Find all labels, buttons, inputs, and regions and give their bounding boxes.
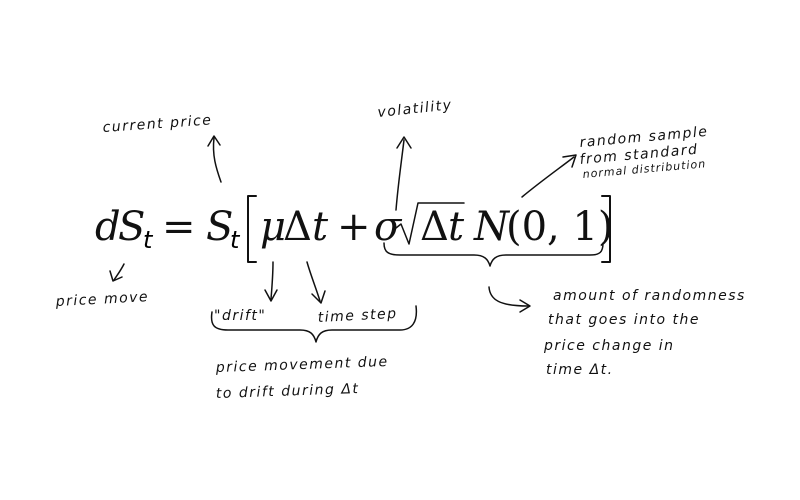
eq-n: N	[473, 204, 511, 250]
eq-delta-2: Δ	[420, 204, 449, 250]
arrow-random-sample	[521, 156, 575, 198]
eq-args: (0, 1)	[506, 204, 614, 250]
underbrace-random-term	[383, 242, 604, 267]
arrow-price-move	[113, 263, 125, 281]
equation: d S t = S t μ Δ t + σ Δ t N (0, 1)	[95, 195, 614, 263]
arrowhead-randomness	[519, 299, 531, 313]
label-randomness-line1: amount of randomness	[553, 288, 746, 304]
label-current-price: current price	[102, 112, 213, 136]
eq-subscript-t-right: t	[230, 226, 241, 254]
square-root-sign	[395, 202, 465, 245]
arrow-drift	[270, 261, 274, 300]
arrowhead-random-sample	[562, 154, 577, 168]
arrow-randomness	[488, 286, 529, 307]
label-time-step: time step	[317, 306, 398, 326]
left-bracket	[247, 195, 257, 263]
eq-d: d	[95, 204, 121, 250]
label-volatility: volatility	[377, 97, 454, 121]
label-randomness-line3: price change in	[543, 338, 675, 354]
arrowhead-time-step	[311, 290, 326, 304]
eq-t-2: t	[448, 204, 465, 250]
eq-s-left: S	[118, 204, 145, 250]
label-drift: "drift"	[214, 308, 266, 324]
arrowhead-drift	[264, 289, 278, 302]
label-price-move: price move	[54, 289, 149, 310]
label-randomness-line4: time Δt.	[546, 362, 614, 378]
arrow-volatility	[395, 139, 405, 211]
label-randomness-line2: that goes into the	[548, 312, 700, 328]
underbrace-drift	[210, 305, 418, 343]
right-bracket	[601, 195, 611, 263]
arrow-current-price	[212, 137, 222, 183]
eq-subscript-t-left: t	[143, 226, 154, 254]
label-drift-desc-line2: to drift during Δt	[216, 381, 360, 402]
eq-s-right: S	[206, 204, 233, 250]
eq-delta-1: Δ	[283, 204, 312, 250]
arrow-time-step	[306, 261, 321, 302]
eq-t-1: t	[312, 204, 329, 250]
eq-sigma: σ	[374, 204, 403, 250]
arrowhead-volatility	[396, 136, 412, 149]
arrowhead-price-move	[109, 270, 123, 282]
eq-equals: =	[162, 204, 196, 250]
annotation-strokes	[109, 135, 604, 343]
eq-plus: +	[337, 204, 371, 250]
eq-mu: μ	[260, 204, 286, 250]
arrowhead-current-price	[207, 135, 221, 147]
label-drift-desc-line1: price movement due	[215, 354, 389, 376]
